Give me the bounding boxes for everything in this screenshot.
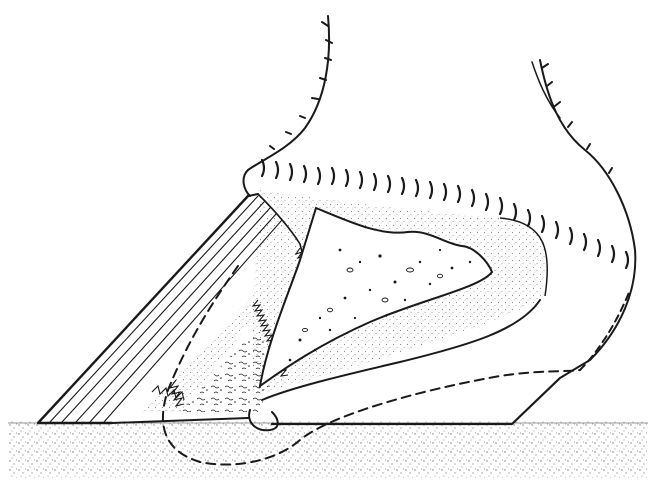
ground: [8, 420, 648, 478]
